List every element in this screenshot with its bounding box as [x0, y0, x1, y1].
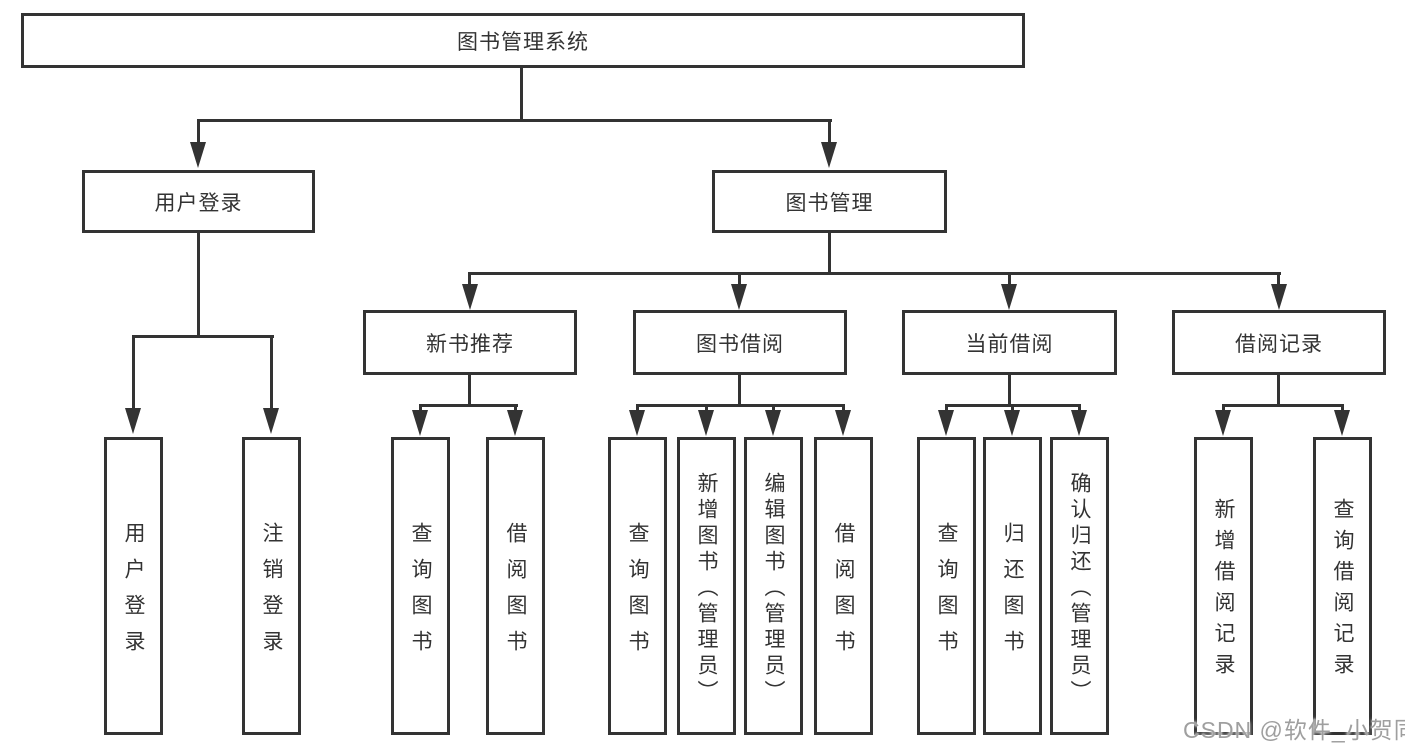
leaf-borrow-book: 借阅图书 [486, 437, 545, 735]
connector [828, 231, 831, 274]
connector [1008, 272, 1011, 287]
arrowhead-down-icon [263, 408, 279, 434]
csdn-watermark: CSDN @软件_小贺同学 [1183, 717, 1405, 743]
node-label: 新书推荐 [426, 332, 514, 356]
leaf-label: 借阅图书 [832, 521, 855, 666]
connector [468, 272, 1281, 275]
arrowhead-down-icon [507, 410, 523, 436]
connector [738, 375, 741, 406]
connector [828, 119, 831, 145]
arrowhead-down-icon [731, 284, 747, 310]
arrowhead-down-icon [938, 410, 954, 436]
connector [1341, 404, 1344, 414]
node-label: 图书借阅 [696, 332, 784, 356]
node-label: 当前借阅 [965, 332, 1054, 356]
connector [636, 404, 639, 414]
leaf-query-book: 查询图书 [391, 437, 450, 735]
leaf-query-borrow-record: 查询借阅记录 [1313, 437, 1372, 735]
node-current-borrow: 当前借阅 [902, 310, 1117, 375]
leaf-add-book-admin: 新增图书（管理员） [677, 437, 736, 735]
connector [1277, 272, 1280, 287]
connector [1011, 404, 1014, 414]
arrowhead-down-icon [835, 410, 851, 436]
arrowhead-down-icon [821, 142, 837, 168]
node-root: 图书管理系统 [21, 13, 1025, 68]
connector [842, 404, 845, 414]
leaf-label: 查询图书 [626, 521, 649, 666]
leaf-borrow-book-2: 借阅图书 [814, 437, 873, 735]
arrowhead-down-icon [125, 408, 141, 434]
leaf-label: 用户登录 [122, 521, 145, 666]
connector [772, 404, 775, 414]
connector [468, 272, 471, 287]
leaf-label: 借阅图书 [504, 521, 527, 666]
connector [1008, 375, 1011, 406]
node-book-borrow: 图书借阅 [633, 310, 847, 375]
node-book-management: 图书管理 [712, 170, 947, 233]
connector [197, 231, 200, 337]
node-label: 用户登录 [154, 191, 243, 215]
arrowhead-down-icon [698, 410, 714, 436]
leaf-label: 注销登录 [260, 521, 283, 666]
arrowhead-down-icon [765, 410, 781, 436]
node-label: 借阅记录 [1235, 332, 1323, 356]
node-new-book-recommend: 新书推荐 [363, 310, 577, 375]
leaf-label: 查询借阅记录 [1331, 498, 1354, 684]
leaf-query-book-3: 查询图书 [917, 437, 976, 735]
arrowhead-down-icon [1001, 284, 1017, 310]
leaf-label: 归还图书 [1001, 521, 1024, 666]
leaf-logout: 注销登录 [242, 437, 301, 735]
leaf-confirm-return-admin: 确认归还（管理员） [1050, 437, 1109, 735]
connector [1222, 404, 1225, 414]
arrowhead-down-icon [462, 284, 478, 310]
leaf-label: 新增借阅记录 [1212, 498, 1235, 684]
leaf-return-book: 归还图书 [983, 437, 1042, 735]
connector [738, 272, 741, 287]
leaf-add-borrow-record: 新增借阅记录 [1194, 437, 1253, 735]
connector [1277, 375, 1280, 406]
connector [419, 404, 518, 407]
connector [132, 335, 135, 410]
arrowhead-down-icon [1004, 410, 1020, 436]
connector [197, 119, 200, 145]
connector [1078, 404, 1081, 414]
connector [132, 335, 274, 338]
connector [945, 404, 948, 414]
leaf-label: 确认归还（管理员） [1068, 471, 1091, 706]
connector [514, 404, 517, 414]
connector [1222, 404, 1344, 407]
arrowhead-down-icon [412, 410, 428, 436]
node-borrow-records: 借阅记录 [1172, 310, 1386, 375]
leaf-label: 新增图书（管理员） [695, 471, 718, 706]
arrowhead-down-icon [1071, 410, 1087, 436]
connector [636, 404, 845, 407]
connector [197, 119, 832, 122]
leaf-label: 编辑图书（管理员） [762, 471, 785, 706]
node-label: 图书管理 [785, 191, 874, 215]
connector [270, 335, 273, 410]
connector [705, 404, 708, 414]
arrowhead-down-icon [1334, 410, 1350, 436]
arrowhead-down-icon [1271, 284, 1287, 310]
node-user-login: 用户登录 [82, 170, 315, 233]
leaf-query-book-2: 查询图书 [608, 437, 667, 735]
connector [419, 404, 422, 414]
arrowhead-down-icon [629, 410, 645, 436]
leaf-edit-book-admin: 编辑图书（管理员） [744, 437, 803, 735]
arrowhead-down-icon [1215, 410, 1231, 436]
leaf-label: 查询图书 [935, 521, 958, 666]
node-label: 图书管理系统 [457, 30, 589, 54]
connector [468, 375, 471, 406]
leaf-user-login: 用户登录 [104, 437, 163, 735]
leaf-label: 查询图书 [409, 521, 432, 666]
connector [520, 66, 523, 122]
arrowhead-down-icon [190, 142, 206, 168]
